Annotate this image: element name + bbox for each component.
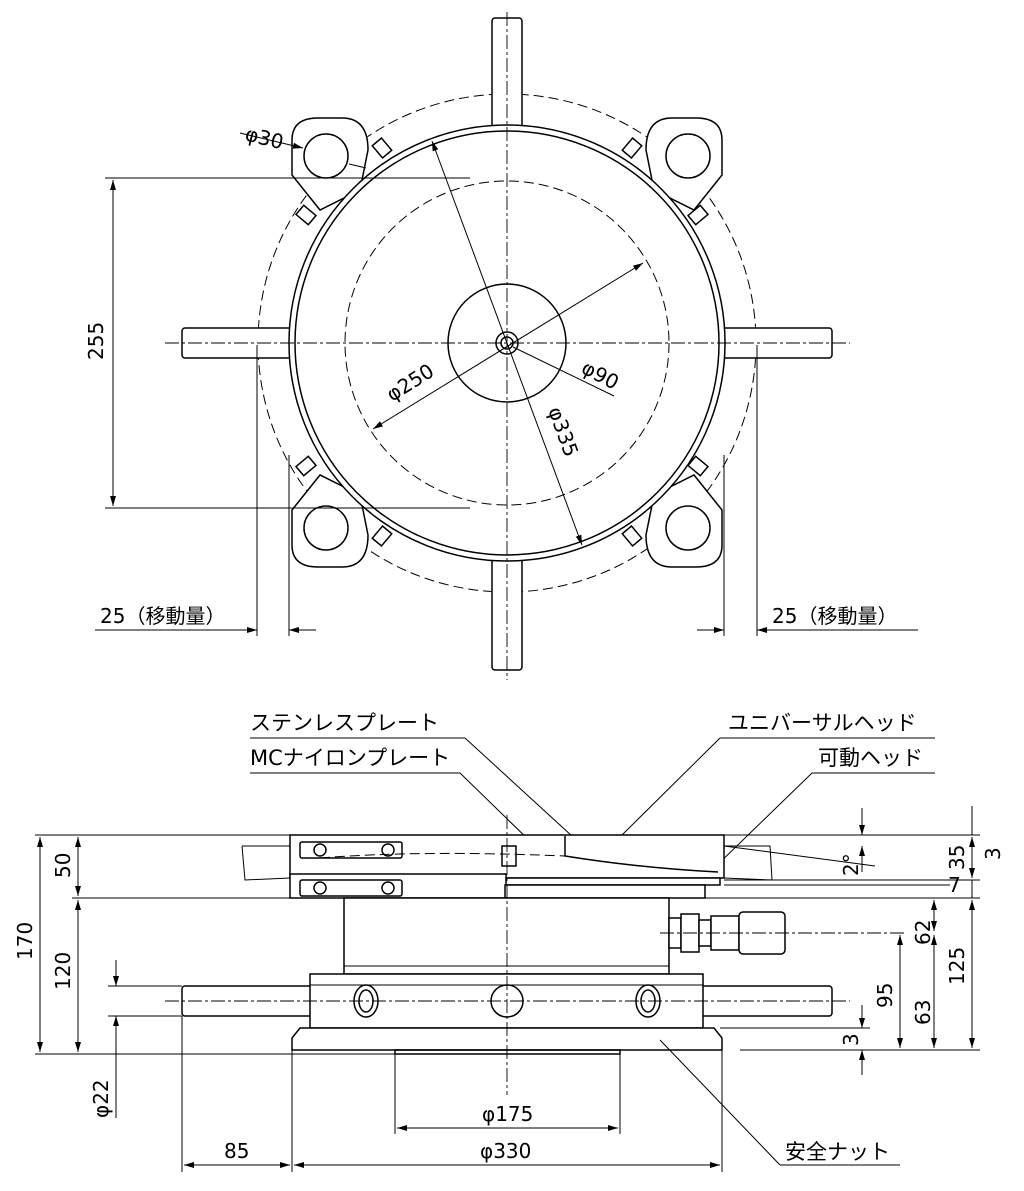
dim-22: φ22 bbox=[89, 1079, 113, 1118]
dim-63: 63 bbox=[911, 1000, 935, 1025]
bottom-plate bbox=[394, 1049, 621, 1055]
dim-125: 125 bbox=[945, 947, 969, 985]
dim-35: 35 bbox=[945, 845, 969, 870]
dim-120: 120 bbox=[51, 952, 75, 990]
dim-height: 255 bbox=[84, 322, 108, 360]
dim-travel-left: 25（移動量） bbox=[100, 604, 225, 628]
dim-95: 95 bbox=[873, 983, 897, 1008]
callout-nylon: MCナイロンプレート bbox=[250, 746, 450, 770]
dim-50: 50 bbox=[51, 853, 75, 878]
dim-3-bottom: 3 bbox=[839, 1033, 863, 1046]
dim-3-top: 3 bbox=[981, 847, 1005, 860]
lug-top-right bbox=[645, 117, 723, 211]
lug-bottom-right bbox=[645, 474, 723, 568]
callout-universal: ユニバーサルヘッド bbox=[728, 711, 917, 735]
dim-170: 170 bbox=[13, 922, 37, 960]
dim-travel-right: 25（移動量） bbox=[772, 604, 897, 628]
callout-stainless: ステンレスプレート bbox=[250, 711, 439, 735]
lug-top-left bbox=[291, 117, 369, 211]
dim-hole: φ30 bbox=[243, 122, 286, 155]
callout-safety-nut: 安全ナット bbox=[785, 1140, 890, 1164]
dim-angle: 2° bbox=[839, 853, 863, 876]
body-cylinder bbox=[343, 897, 670, 975]
dim-85: 85 bbox=[224, 1139, 249, 1163]
nylon-plate bbox=[504, 884, 706, 899]
callout-movable: 可動ヘッド bbox=[818, 746, 923, 770]
side-view: ステンレスプレート MCナイロンプレート ユニバーサルヘッド 可動ヘッド bbox=[13, 711, 1005, 1172]
dim-62: 62 bbox=[911, 920, 935, 945]
dim-175: φ175 bbox=[482, 1102, 533, 1126]
dim-330: φ330 bbox=[480, 1139, 531, 1163]
dim-7: 7 bbox=[948, 873, 961, 897]
inner-plate bbox=[344, 180, 670, 506]
top-view: φ30 255 φ250 φ335 φ90 25（移動量） 25（移動量） bbox=[84, 12, 918, 680]
lug-bottom-left bbox=[291, 474, 369, 568]
clamp-links bbox=[299, 841, 517, 897]
stainless-plate bbox=[504, 877, 721, 886]
body-bolts bbox=[294, 136, 710, 548]
